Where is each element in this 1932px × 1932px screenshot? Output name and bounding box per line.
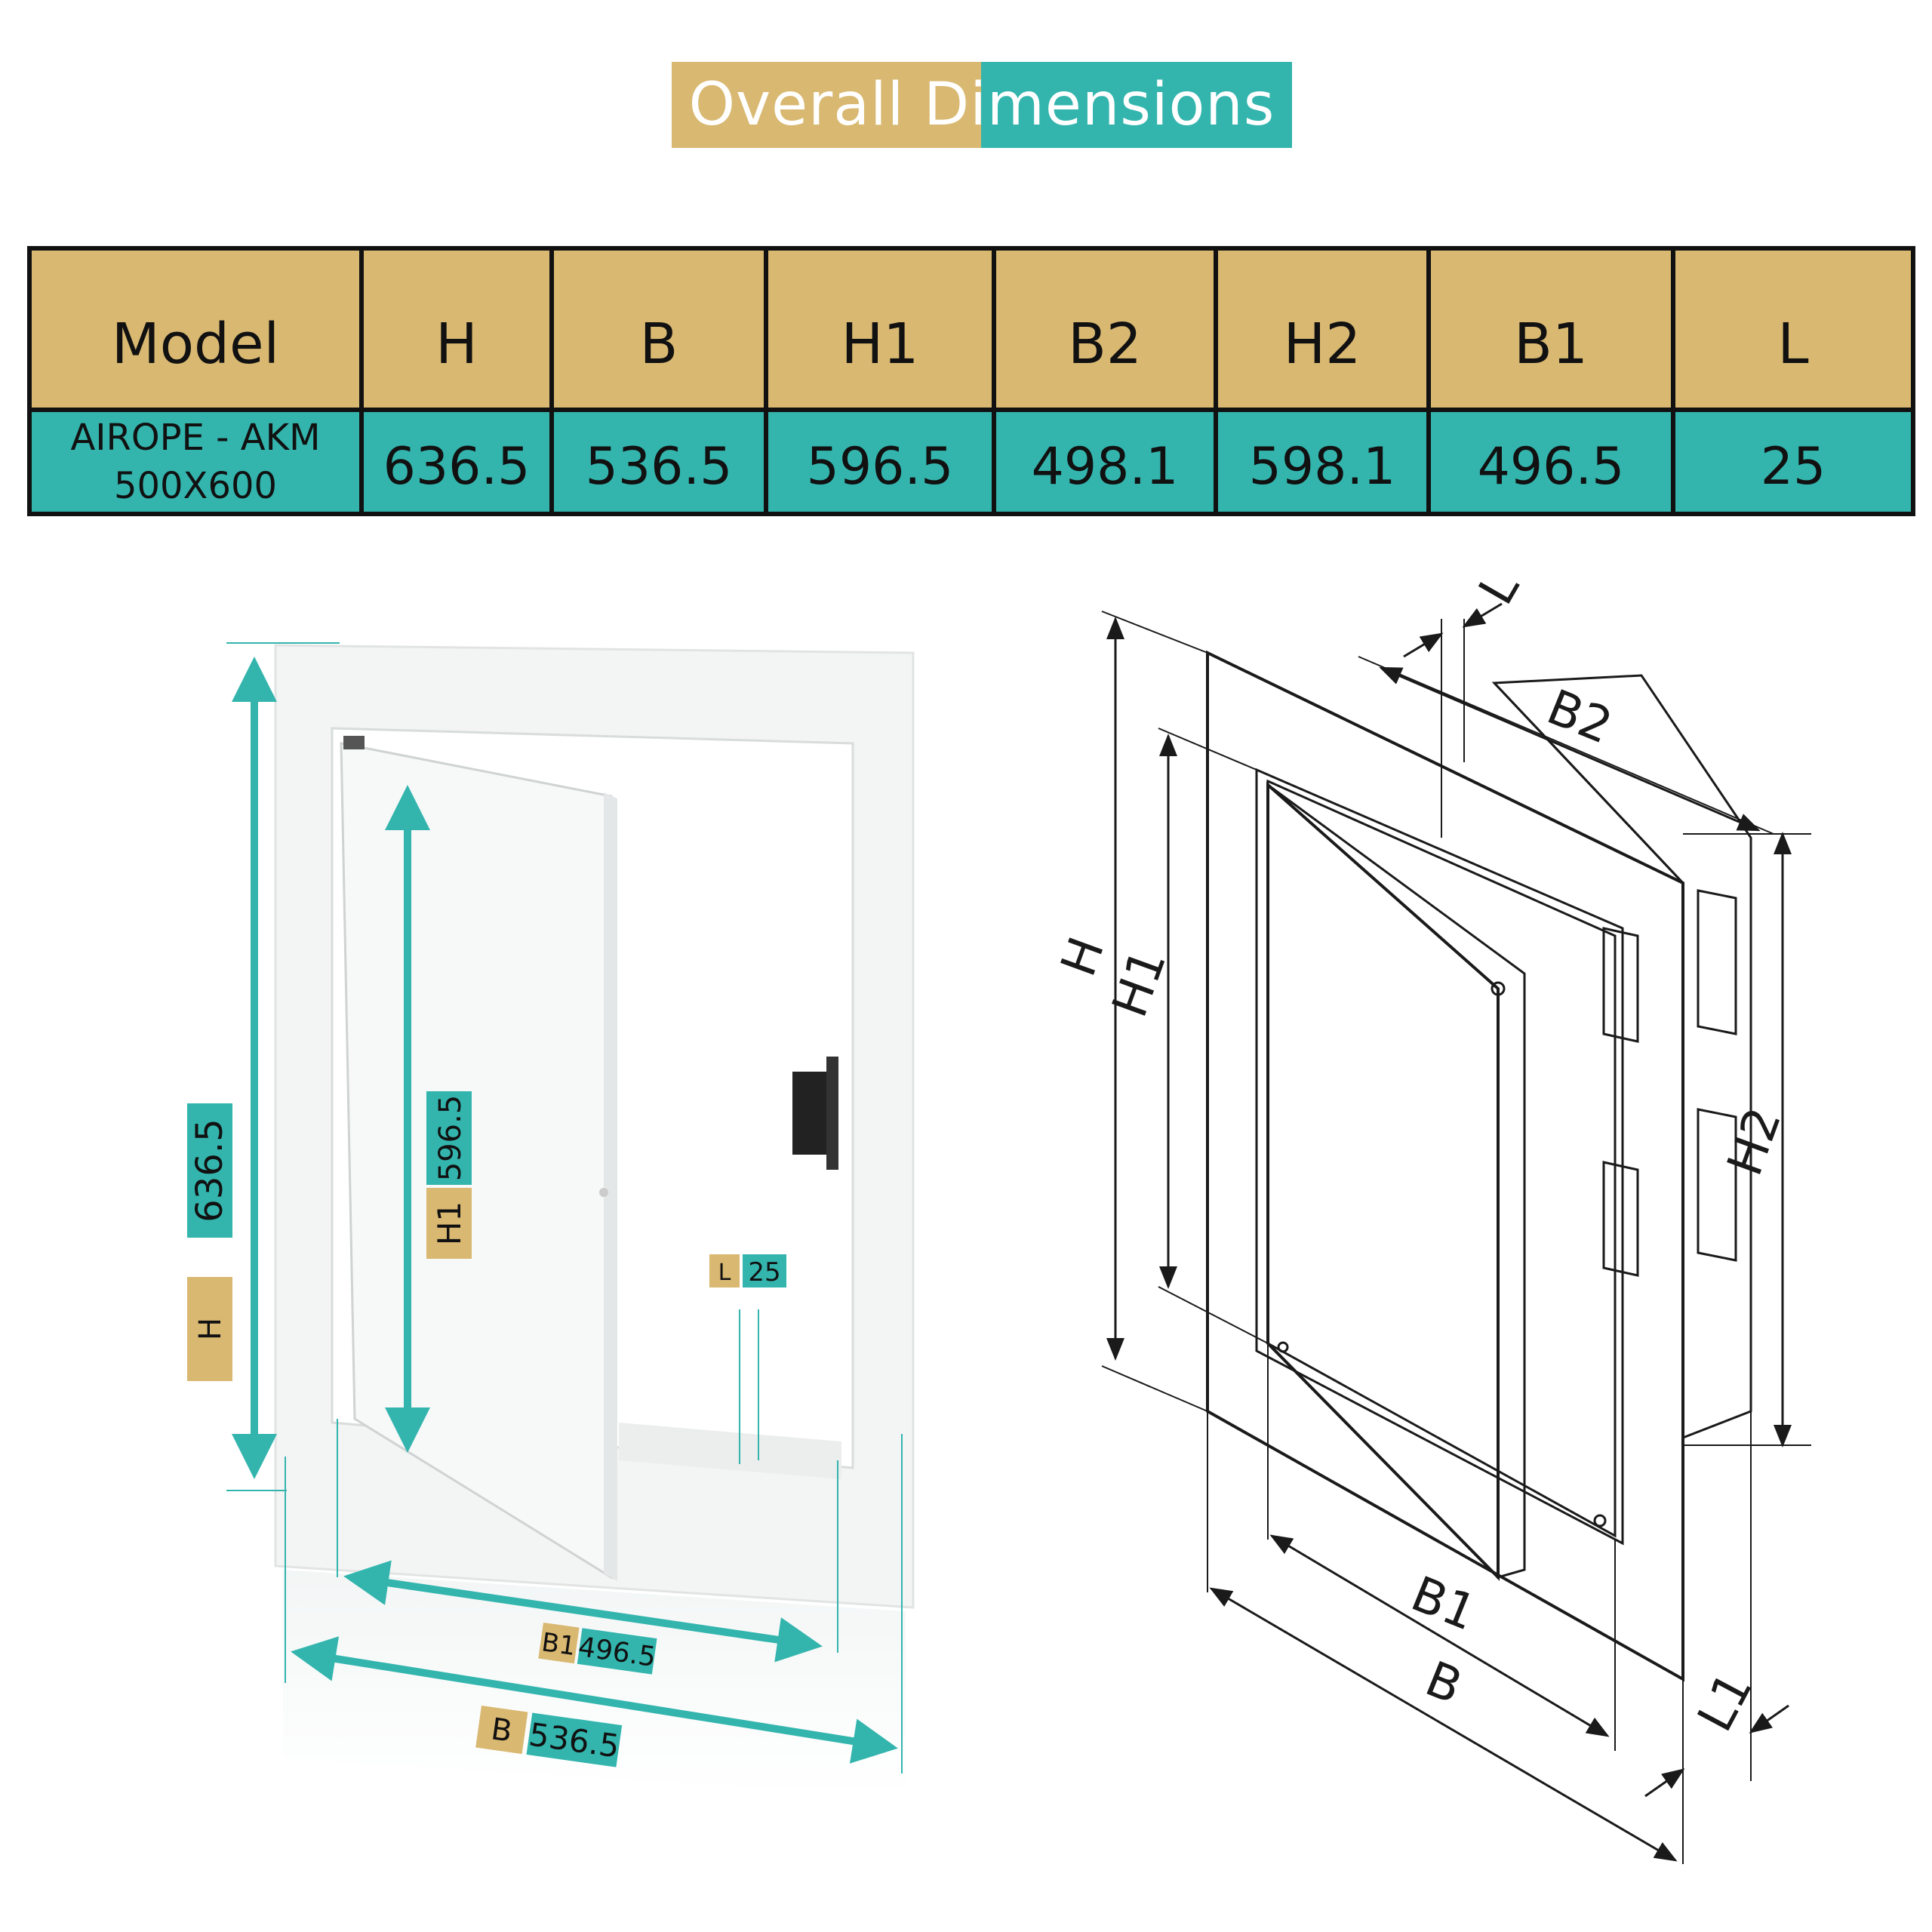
- technical-drawing: [1101, 602, 1811, 1864]
- callout-h-label: H: [193, 1318, 228, 1340]
- dimensions-table: Model H B H1 B2 H2 B1 L AIROPE - AKM 500…: [27, 246, 1915, 517]
- header-h2: H2: [1214, 246, 1431, 412]
- header-b2: B2: [992, 246, 1218, 412]
- drawing-b-arrow: [1209, 1587, 1678, 1862]
- header-b1: B1: [1426, 246, 1675, 412]
- drawing-label-b: B: [1418, 1651, 1469, 1715]
- value-b2: 498.1: [992, 407, 1218, 517]
- header-model: Model: [27, 246, 364, 412]
- latch-icon: [792, 1057, 838, 1170]
- header-h1: H1: [764, 246, 996, 412]
- callout-h1-value: 596.5: [433, 1095, 468, 1182]
- value-h1: 596.5: [764, 407, 996, 517]
- callout-h: H 636.5: [187, 1103, 232, 1381]
- header-b: B: [549, 246, 768, 412]
- value-h2: 598.1: [1214, 407, 1431, 517]
- callout-l: L 25: [709, 1254, 786, 1287]
- drawing-label-h: H: [1051, 931, 1115, 984]
- callout-h1-label: H1: [431, 1201, 468, 1245]
- callout-h1: H1 596.5: [426, 1091, 472, 1259]
- model-name-line1: AIROPE - AKM: [70, 416, 321, 459]
- callout-h-value: 636.5: [189, 1118, 231, 1222]
- page-title: Overall Dimensions: [688, 71, 1275, 139]
- value-h: 636.5: [359, 407, 554, 517]
- b-dimension-arrow: [291, 1636, 898, 1764]
- value-b: 536.5: [549, 407, 768, 517]
- drawing-label-b1: B1: [1404, 1566, 1484, 1641]
- value-l: 25: [1671, 407, 1915, 517]
- screw-icon: [599, 1188, 608, 1197]
- drawing-label-h2: H2: [1717, 1100, 1792, 1183]
- callout-b: B 536.5: [475, 1706, 623, 1767]
- value-b1: 496.5: [1426, 407, 1675, 517]
- model-name-line2: 500X600: [113, 464, 278, 507]
- title-banner: Overall Dimensions: [672, 62, 1292, 148]
- callout-b1-label: B1: [540, 1627, 577, 1662]
- model-cell: AIROPE - AKM 500X600: [27, 407, 364, 517]
- callout-l-value: 25: [748, 1257, 780, 1287]
- table-header-row: Model H B H1 B2 H2 B1 L: [27, 246, 1915, 412]
- drawing-b2-arrow: [1379, 666, 1761, 832]
- callout-l-label: L: [718, 1260, 731, 1286]
- title-banner-tan-segment: [672, 62, 981, 148]
- callout-b-label: B: [489, 1712, 515, 1749]
- hinge-icon: [343, 736, 365, 749]
- header-h: H: [359, 246, 554, 412]
- title-banner-teal-segment: [981, 62, 1292, 148]
- header-l: L: [1671, 246, 1915, 412]
- product-photo: [226, 642, 915, 1796]
- table-row: AIROPE - AKM 500X600 636.5 536.5 596.5 4…: [27, 407, 1915, 517]
- b1-dimension-arrow: [343, 1560, 823, 1663]
- drawing-label-l1: L1: [1687, 1663, 1764, 1740]
